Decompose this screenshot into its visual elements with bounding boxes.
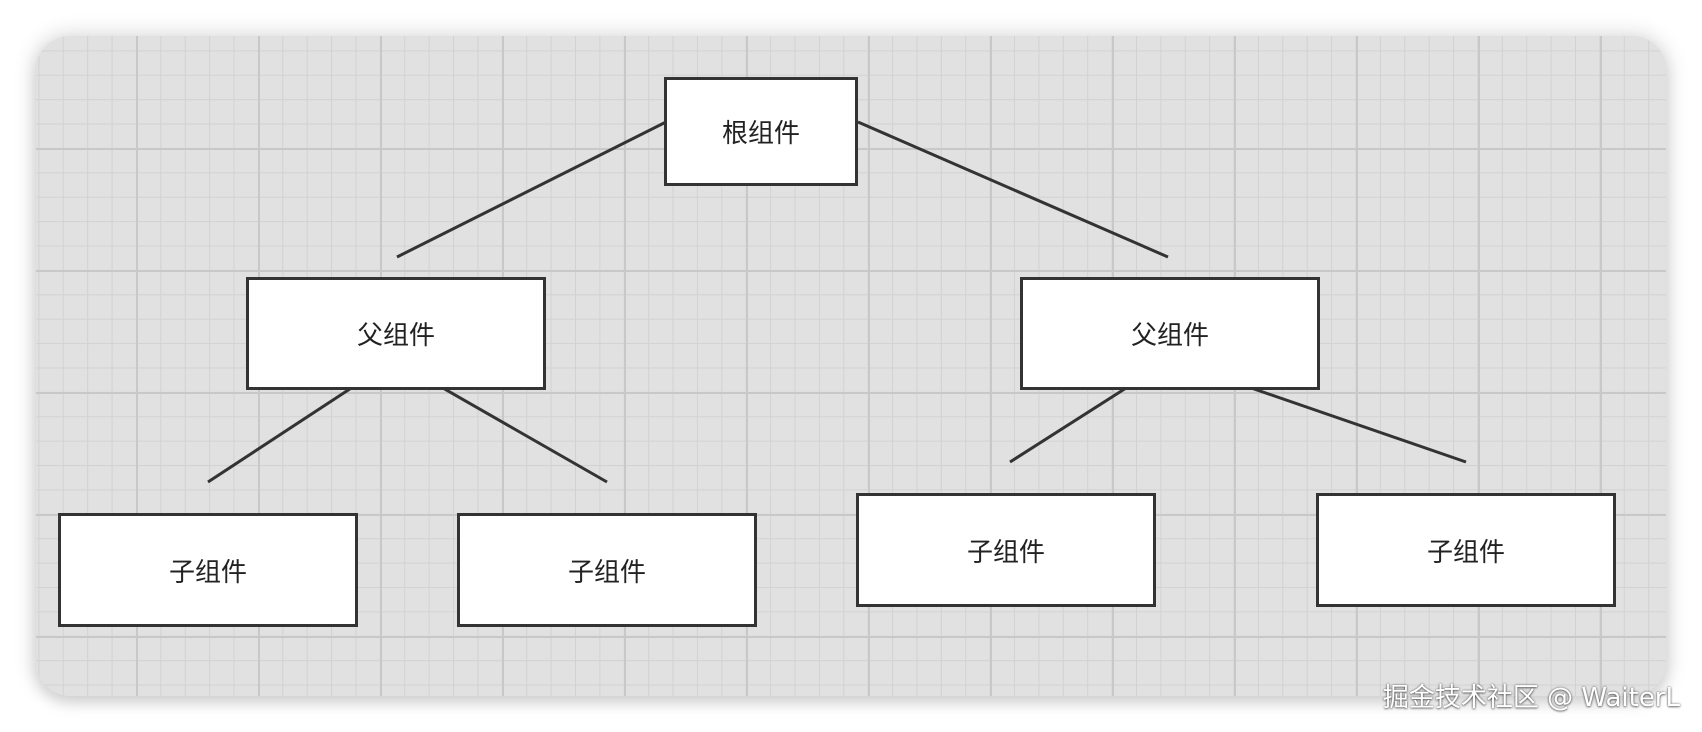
- watermark: 掘金技术社区 @ WaiterL: [1382, 683, 1680, 713]
- node-child-left-2[interactable]: 子组件: [457, 513, 757, 627]
- node-child-left-2-label: 子组件: [567, 557, 646, 588]
- node-child-right-2[interactable]: 子组件: [1316, 493, 1616, 607]
- node-parent-left[interactable]: 父组件: [246, 277, 546, 390]
- node-root-label: 根组件: [721, 119, 800, 149]
- node-child-left-1[interactable]: 子组件: [58, 513, 358, 627]
- node-root[interactable]: 根组件: [664, 77, 858, 186]
- node-parent-left-label: 父组件: [356, 321, 435, 351]
- node-parent-right-label: 父组件: [1130, 321, 1209, 351]
- edge-root-parent-left: [396, 120, 667, 259]
- node-child-right-1-label: 子组件: [966, 537, 1045, 568]
- edge-root-parent-right: [857, 120, 1169, 259]
- node-child-left-1-label: 子组件: [168, 557, 247, 588]
- node-child-right-1[interactable]: 子组件: [856, 493, 1156, 607]
- diagram-canvas: 根组件 父组件 父组件 子组件 子组件 子组件 子组件: [36, 36, 1666, 696]
- node-parent-right[interactable]: 父组件: [1020, 277, 1320, 390]
- node-child-right-2-label: 子组件: [1426, 537, 1505, 568]
